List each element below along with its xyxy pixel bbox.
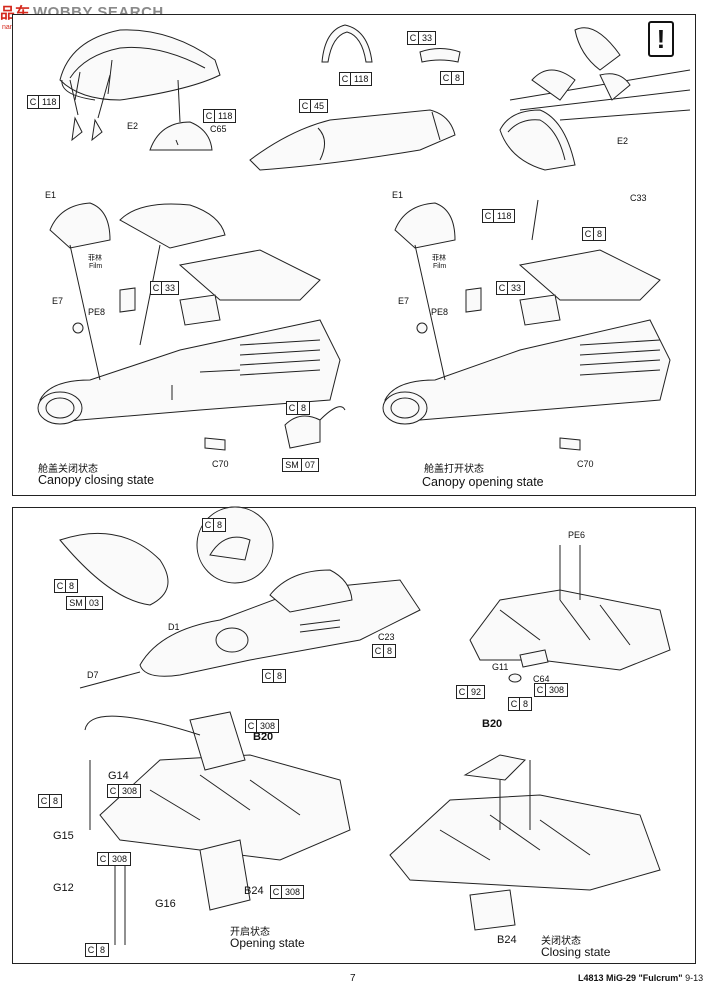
fuselage-closed-drawing — [37, 202, 346, 451]
page-number: 7 — [350, 973, 356, 984]
part-c33-drawing — [419, 48, 461, 63]
label-film-zh-b: 菲林 — [432, 254, 446, 262]
label-g16: G16 — [155, 898, 176, 910]
label-b24-a: B24 — [244, 885, 264, 897]
label-g15: G15 — [53, 830, 74, 842]
label-e1-a: E1 — [45, 190, 57, 200]
cockpit-detail-drawing — [509, 27, 691, 121]
panel-intakes — [12, 507, 696, 964]
label-b20-a: B20 — [253, 731, 274, 743]
label-c70-b: C70 — [577, 459, 594, 469]
label-pe8-b: PE8 — [431, 307, 449, 317]
canopy-e2-drawing — [59, 29, 221, 142]
label-pe6: PE6 — [568, 530, 586, 540]
label-d1: D1 — [168, 622, 180, 632]
label-g11: G11 — [492, 662, 509, 672]
label-film-en-a: Film — [89, 263, 103, 270]
caption-closing-en: Canopy closing state — [38, 473, 155, 487]
label-c64: C64 — [533, 674, 550, 684]
label-g12: G12 — [53, 882, 74, 894]
warning-exclamation-icon: ! — [648, 21, 674, 57]
label-e2-a: E2 — [127, 121, 139, 131]
caption-opening-state-en: Opening state — [230, 936, 305, 950]
label-c70-a: C70 — [212, 459, 229, 469]
label-e1-b: E1 — [392, 190, 404, 200]
caption-closing-state-zh: 关闭状态 — [541, 936, 581, 947]
label-g14: G14 — [108, 770, 129, 782]
label-e7-b: E7 — [398, 296, 410, 306]
label-d7: D7 — [87, 670, 99, 680]
label-c65: C65 — [210, 124, 227, 134]
label-film-en-b: Film — [433, 263, 447, 270]
canopy-c65-drawing — [149, 79, 213, 151]
label-film-zh-a: 菲林 — [88, 254, 102, 262]
label-b20-b: B20 — [482, 718, 503, 730]
caption-closing-zh: 舱盖关闭状态 — [38, 464, 98, 475]
label-pe8-a: PE8 — [88, 307, 106, 317]
label-c33-top: C33 — [630, 193, 647, 203]
caption-opening-zh: 舱盖打开状态 — [424, 464, 484, 475]
caption-closing-state-en: Closing state — [541, 945, 611, 959]
canopy-frame-arch — [321, 24, 373, 63]
fuselage-open-drawing — [382, 199, 671, 451]
label-c23: C23 — [378, 632, 395, 642]
canopy-c45-drawing — [249, 109, 456, 171]
label-e7-a: E7 — [52, 296, 64, 306]
caption-opening-en: Canopy opening state — [422, 475, 544, 489]
canopy-e2-open-drawing — [499, 109, 576, 171]
product-code: L4813 MiG-29 "Fulcrum" 9-13 — [578, 973, 704, 983]
page-range: 9-13 — [685, 973, 704, 983]
label-e2-b: E2 — [617, 136, 629, 146]
caption-opening-state-zh: 开启状态 — [230, 927, 270, 938]
label-b24-b: B24 — [497, 934, 517, 946]
